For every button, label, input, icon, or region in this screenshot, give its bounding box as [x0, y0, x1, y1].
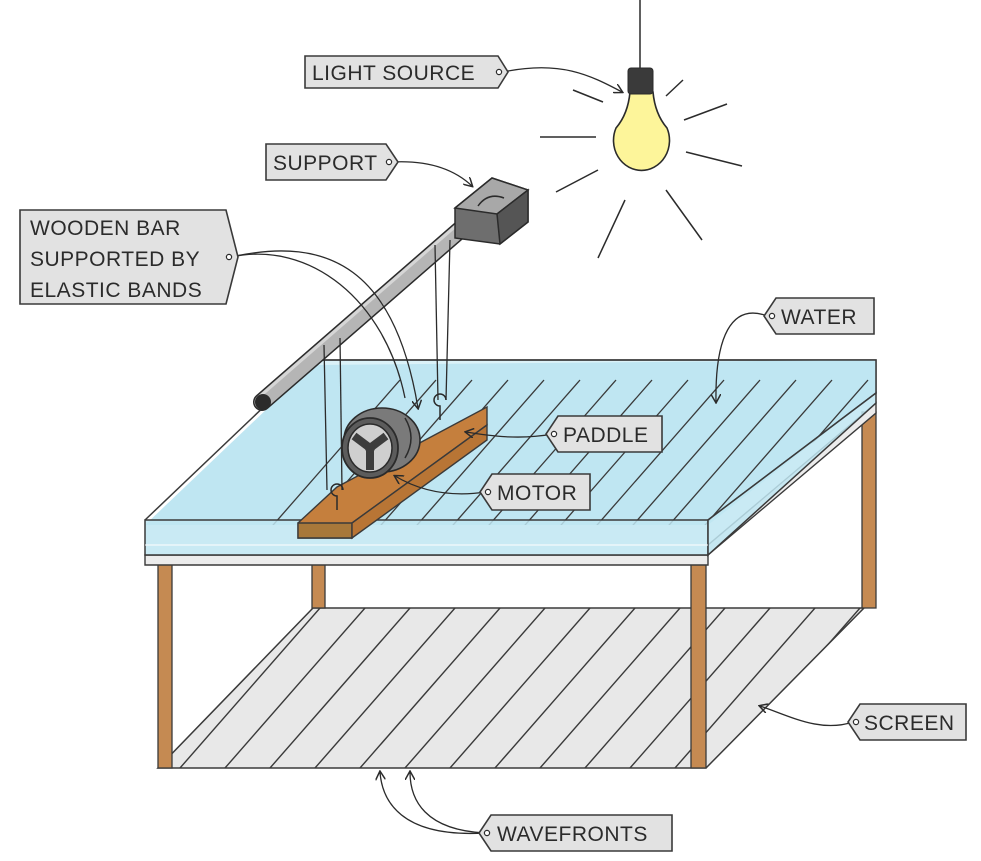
support: [453, 177, 530, 246]
label-wooden-bar-line-1: WOODEN BAR: [30, 217, 181, 240]
table-legs: [157, 411, 877, 769]
label-wooden-bar-line-2: SUPPORTED BY: [30, 248, 200, 271]
label-wavefronts-text: WAVEFRONTS: [497, 823, 648, 846]
leg-front-right: [690, 561, 707, 769]
light-rays: [540, 79, 743, 259]
leg-front-left: [157, 561, 173, 769]
label-paddle-text: PADDLE: [563, 424, 648, 447]
light-bulb-icon: [540, 0, 743, 259]
tank-front-wall: [144, 519, 709, 556]
water-surface: [145, 360, 876, 525]
wooden-bar: [253, 193, 501, 411]
label-motor: MOTOR: [479, 473, 591, 511]
leg-back-left: [311, 559, 326, 609]
label-screen-text: SCREEN: [864, 712, 955, 735]
leg-back-right: [861, 411, 877, 609]
tank-side-wall: [707, 391, 877, 557]
label-screen: SCREEN: [847, 703, 967, 741]
label-water-text: WATER: [781, 306, 857, 329]
label-support-text: SUPPORT: [273, 152, 378, 175]
screen-surface: [156, 607, 866, 769]
elastic-bands: [323, 239, 451, 491]
label-support: SUPPORT: [265, 143, 399, 181]
label-wavefronts: WAVEFRONTS: [478, 814, 673, 852]
label-motor-text: MOTOR: [497, 482, 577, 505]
ripple-tank: [144, 359, 877, 566]
paddle: [297, 393, 488, 540]
motor-icon: [341, 407, 421, 479]
label-wooden-bar: WOODEN BAR SUPPORTED BY ELASTIC BANDS: [19, 209, 239, 305]
label-light-source: LIGHT SOURCE: [304, 55, 509, 89]
screen: [156, 607, 866, 769]
label-paddle: PADDLE: [545, 415, 663, 453]
label-wooden-bar-line-3: ELASTIC BANDS: [30, 279, 202, 302]
label-water: WATER: [763, 297, 875, 335]
label-light-source-text: LIGHT SOURCE: [312, 62, 475, 85]
leader-lines: [230, 67, 854, 835]
